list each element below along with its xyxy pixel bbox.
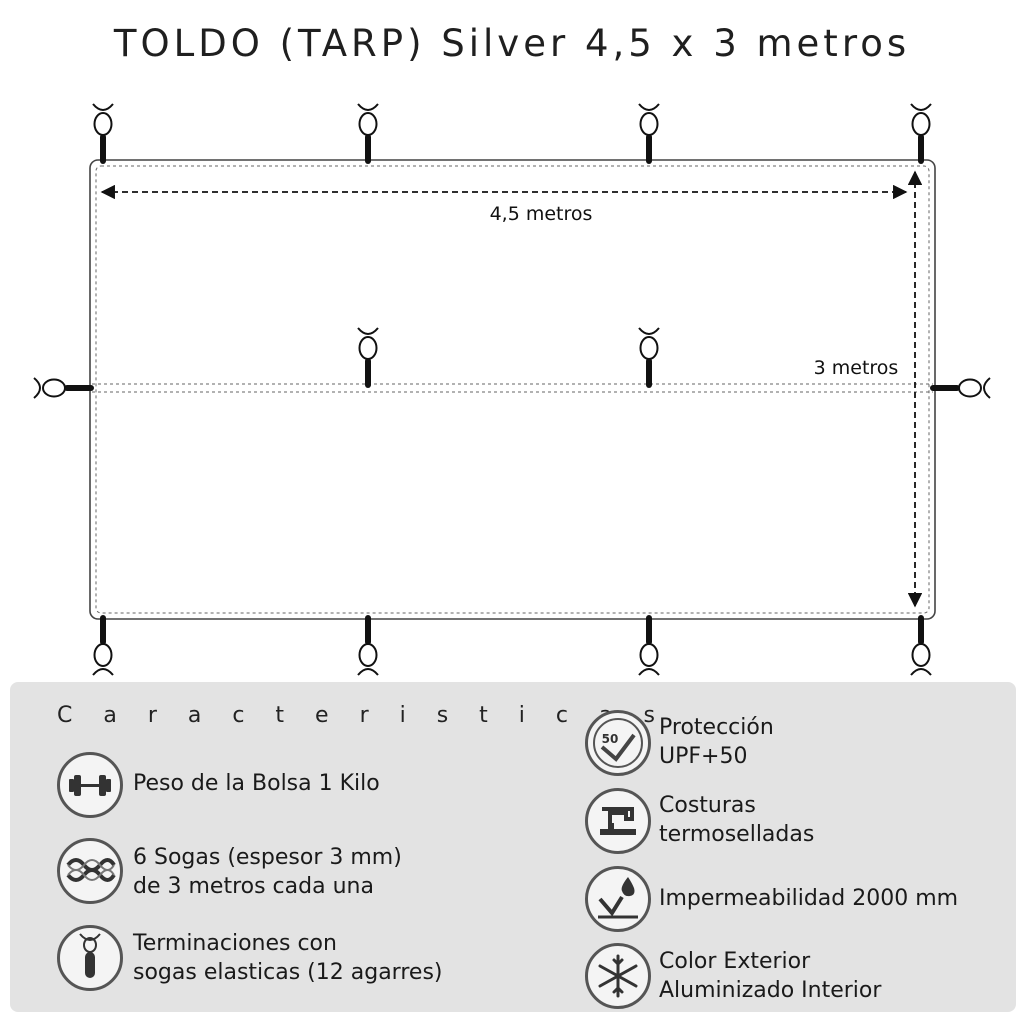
attachment-left: [33, 377, 95, 399]
attachment-bottom-3: [638, 614, 660, 676]
attachment-top-1: [92, 103, 114, 165]
attachment-top-4: [910, 103, 932, 165]
svg-text:50: 50: [602, 732, 619, 746]
tarp-diagram: 4,5 metros 3 metros: [33, 103, 991, 676]
tarp-seam: [95, 165, 930, 614]
feature-weight: Peso de la Bolsa 1 Kilo: [133, 771, 380, 796]
features-heading: C a r a c t e r i s t i c a s: [57, 703, 667, 728]
sewing-machine-icon: [585, 788, 651, 854]
feature-color: Color Exterior Aluminizado Interior: [659, 949, 882, 1003]
attachment-bottom-2: [357, 614, 379, 676]
attachment-top-2: [357, 103, 379, 165]
attachment-bottom-4: [910, 614, 932, 676]
feature-ropes: 6 Sogas (espesor 3 mm) de 3 metros cada …: [133, 845, 402, 899]
feature-elastic: Terminaciones con sogas elasticas (12 ag…: [133, 931, 443, 985]
attachment-bottom-1: [92, 614, 114, 676]
page-title: TOLDO (TARP) Silver 4,5 x 3 metros: [113, 22, 911, 65]
features-panel: [10, 682, 1016, 1012]
waterproof-icon: [585, 866, 651, 932]
feature-waterproof: Impermeabilidad 2000 mm: [659, 886, 959, 911]
attachment-top-3: [638, 103, 660, 165]
upf-50-icon: 50: [585, 710, 651, 776]
elastic-cord-icon: [57, 925, 123, 991]
snowflake-sun-icon: [585, 943, 651, 1009]
weight-icon: [57, 752, 123, 818]
feature-seams: Costuras termoselladas: [659, 793, 815, 847]
rope-icon: [57, 838, 123, 904]
attachment-right: [929, 377, 991, 399]
feature-upf: Protección UPF+50: [659, 715, 774, 769]
tarp-outline: [89, 159, 936, 620]
height-label: 3 metros: [814, 357, 899, 379]
width-label: 4,5 metros: [490, 203, 593, 225]
